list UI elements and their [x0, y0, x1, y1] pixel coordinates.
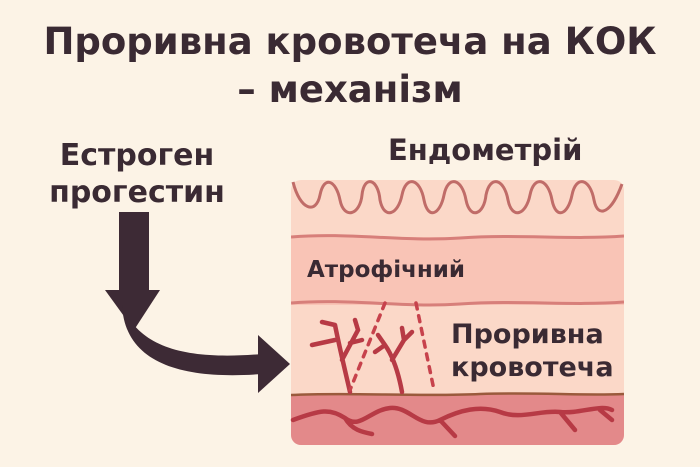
- basal-layer: [291, 394, 624, 445]
- bleeding-dashed-lines: [348, 301, 436, 392]
- breakthrough-bleeding-label: Проривна кровотеча: [451, 318, 614, 384]
- vessels: [290, 317, 615, 439]
- breakthrough-line-1: Проривна: [451, 319, 604, 350]
- atrophic-label: Атрофічний: [307, 257, 466, 283]
- title-line-1: Проривна кровотеча на КОК: [43, 20, 657, 63]
- estrogen-label: Естроген: [59, 138, 215, 173]
- endometrium-label: Ендометрій: [388, 133, 583, 167]
- diagram-title: Проривна кровотеча на КОК – механізм: [0, 18, 700, 114]
- endometrium-surface: [291, 180, 624, 214]
- title-line-2: – механізм: [237, 68, 463, 111]
- breakthrough-line-2: кровотеча: [451, 352, 614, 383]
- hormone-arrow: [105, 212, 290, 393]
- hormone-input-label: Естроген прогестин: [42, 137, 232, 211]
- progestin-label: прогестин: [49, 175, 225, 210]
- atrophic-layer: [291, 237, 624, 305]
